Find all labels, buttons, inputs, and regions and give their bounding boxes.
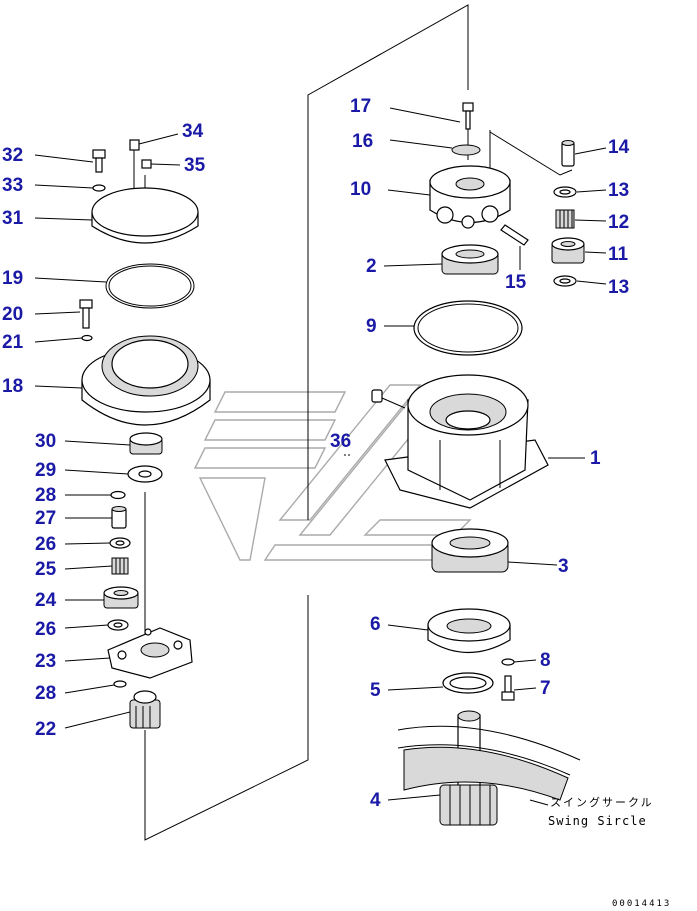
callout-35: 35 xyxy=(184,155,206,176)
callout-20: 20 xyxy=(2,304,23,325)
part-25-needle-bearing xyxy=(111,557,129,575)
callout-31: 31 xyxy=(2,208,24,229)
callout-labels: 17 16 10 14 13 12 11 13 15 2 9 1 36 3 6 … xyxy=(2,96,630,811)
callout-5: 5 xyxy=(370,680,381,701)
part-30-gear xyxy=(129,432,163,455)
callout-13-bottom: 13 xyxy=(608,277,629,298)
callout-18: 18 xyxy=(2,376,23,397)
callout-25: 25 xyxy=(35,559,57,580)
callout-21: 21 xyxy=(2,332,24,353)
leader-lines xyxy=(34,107,607,806)
part-29-washer xyxy=(127,465,163,483)
callout-22: 22 xyxy=(35,719,56,740)
part-6-cover xyxy=(427,608,511,654)
part-34-fitting xyxy=(129,139,140,192)
callout-16: 16 xyxy=(352,131,373,152)
part-13-washer-top xyxy=(553,186,577,198)
part-1-housing xyxy=(384,374,549,509)
part-27-pin xyxy=(111,506,127,529)
callout-26-top: 26 xyxy=(35,534,56,555)
callout-27: 27 xyxy=(35,508,56,529)
part-9-o-ring xyxy=(413,300,523,356)
callout-13-top: 13 xyxy=(608,180,629,201)
part-36-fitting xyxy=(371,389,406,409)
callout-4: 4 xyxy=(370,790,381,811)
part-22-sun-gear xyxy=(129,690,161,729)
part-26-washer-bottom xyxy=(107,619,129,631)
part-14-shaft xyxy=(561,140,575,167)
part-7-bolt xyxy=(501,675,515,701)
part-3-bearing xyxy=(431,528,509,573)
part-28-snap-ring-top xyxy=(110,490,126,500)
callout-11: 11 xyxy=(608,244,629,265)
part-23-carrier-plate xyxy=(107,627,193,679)
part-32-bolt xyxy=(92,149,106,173)
part-19-o-ring xyxy=(105,263,195,309)
part-28-snap-ring-bottom xyxy=(113,680,127,688)
callout-9: 9 xyxy=(366,316,377,337)
part-18-ring-gear xyxy=(81,335,211,426)
callout-34: 34 xyxy=(182,121,204,142)
callout-36: 36 xyxy=(330,431,351,452)
part-33-washer xyxy=(92,184,106,192)
part-13-washer-bottom xyxy=(553,275,577,287)
callout-32: 32 xyxy=(2,145,23,166)
swing-circle-ring xyxy=(397,725,581,801)
part-12-needle-bearing xyxy=(555,209,575,229)
callout-7: 7 xyxy=(540,678,551,699)
part-20-bolt xyxy=(79,299,93,329)
callout-3: 3 xyxy=(558,556,569,577)
part-5-seal xyxy=(442,672,494,694)
callout-1: 1 xyxy=(590,448,601,469)
callout-2: 2 xyxy=(366,256,377,277)
callout-17: 17 xyxy=(350,96,371,117)
part-2-sun-gear xyxy=(441,244,499,275)
part-35-plug xyxy=(141,159,152,169)
callout-30: 30 xyxy=(35,431,56,452)
callout-15: 15 xyxy=(505,272,527,293)
callout-14: 14 xyxy=(608,137,630,158)
callout-24: 24 xyxy=(35,590,57,611)
callout-28-bottom: 28 xyxy=(35,683,56,704)
callout-8: 8 xyxy=(540,650,551,671)
callout-19: 19 xyxy=(2,268,23,289)
callout-6: 6 xyxy=(370,614,381,635)
part-26-washer-top xyxy=(109,537,131,549)
part-16-plate xyxy=(451,144,481,156)
drawing-code: 00014413 xyxy=(612,899,671,909)
callout-29: 29 xyxy=(35,460,56,481)
swing-circle-label-en: Swing Sircle xyxy=(548,814,647,828)
part-11-planet-gear xyxy=(551,237,585,264)
callout-12: 12 xyxy=(608,212,629,233)
part-15-pin xyxy=(500,224,529,246)
part-17-bolt xyxy=(462,102,474,130)
part-8-washer xyxy=(501,658,515,666)
callout-23: 23 xyxy=(35,651,56,672)
swing-circle-label-jp: スイングサークル xyxy=(550,795,654,809)
callout-10: 10 xyxy=(350,179,371,200)
callout-33: 33 xyxy=(2,175,23,196)
callout-26-bottom: 26 xyxy=(35,619,56,640)
part-31-cover xyxy=(91,187,199,244)
part-10-carrier xyxy=(429,165,511,229)
part-21-washer xyxy=(81,334,93,342)
part-24-gear xyxy=(103,586,139,609)
callout-28-top: 28 xyxy=(35,485,56,506)
